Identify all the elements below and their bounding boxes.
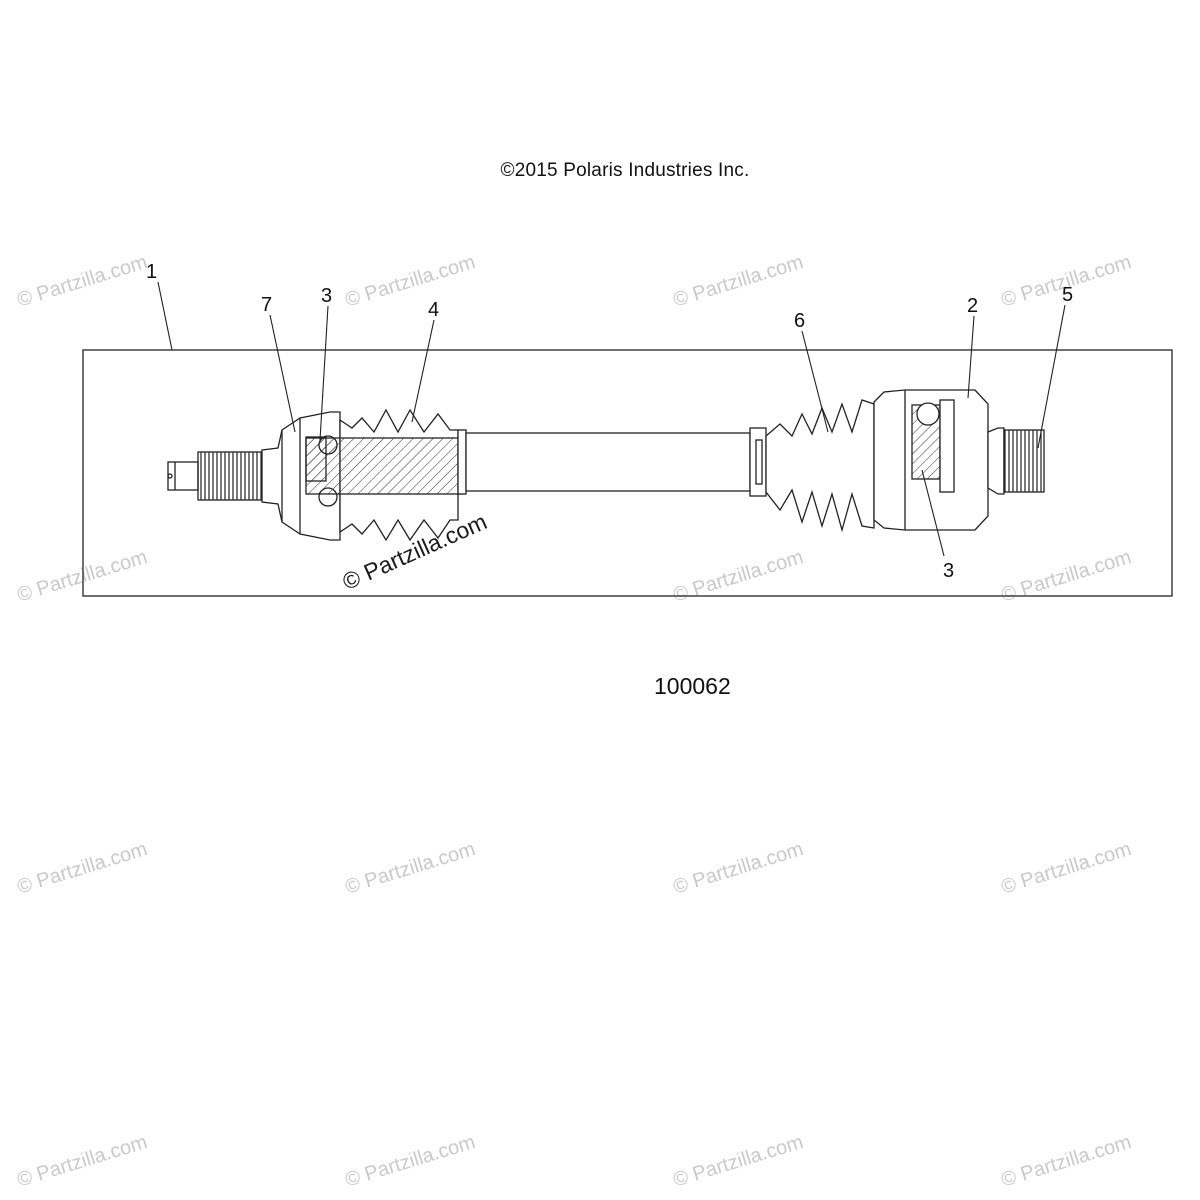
callout-1: 1 <box>146 261 157 283</box>
axle-shaft <box>465 432 751 492</box>
left-stub <box>167 461 199 491</box>
left-spline <box>197 451 263 501</box>
right-boot <box>765 399 875 533</box>
copyright-notice: ©2015 Polaris Industries Inc. <box>500 160 750 181</box>
callout-6: 6 <box>794 310 805 332</box>
callout-7: 7 <box>261 294 272 316</box>
callout-3-right: 3 <box>943 560 954 582</box>
callout-5: 5 <box>1062 284 1073 306</box>
callout-2: 2 <box>967 295 978 317</box>
right-spline <box>1003 429 1045 493</box>
figure-number: 100062 <box>654 673 731 699</box>
assembly-frame <box>82 349 1173 597</box>
callout-4: 4 <box>428 299 439 321</box>
left-shaft-section <box>305 437 463 495</box>
callout-3: 3 <box>321 285 332 307</box>
right-ball <box>916 402 940 426</box>
